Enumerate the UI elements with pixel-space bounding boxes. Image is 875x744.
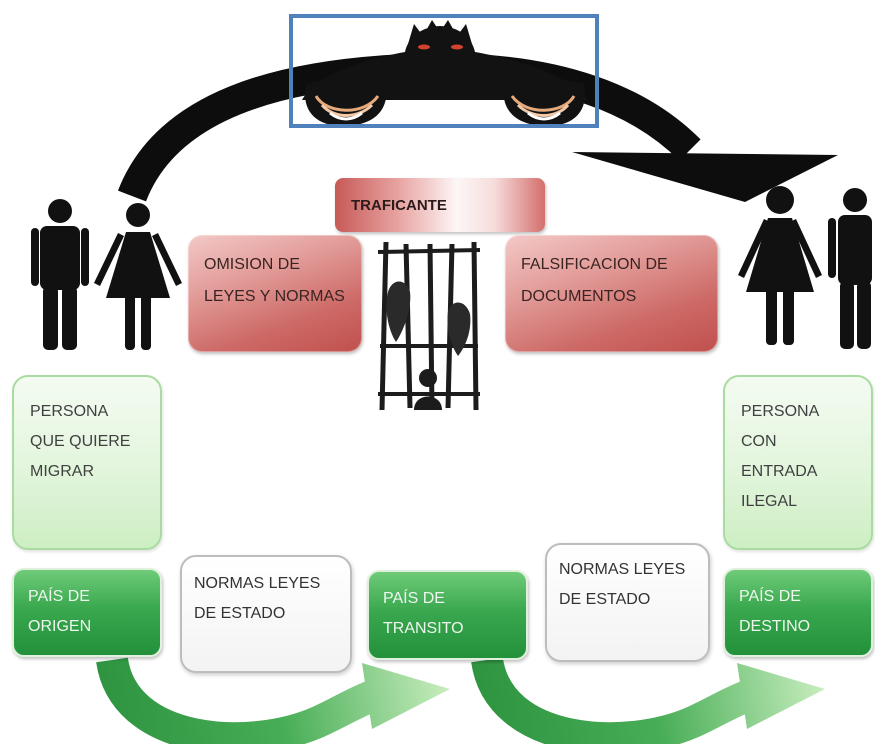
illegal-entry-person-line-4: ILEGAL xyxy=(741,493,798,510)
document-forgery-line-2: DOCUMENTOS xyxy=(521,288,637,305)
origin-country-line-2: ORIGEN xyxy=(28,618,92,635)
illegal-entry-person-line-3: ENTRADA xyxy=(741,463,818,480)
transit-country-line-1: PAÍS DE xyxy=(383,590,445,607)
monster-claw-right xyxy=(503,79,585,127)
transit-country-box: PAÍS DE TRANSITO xyxy=(367,570,528,660)
destination-country-line-1: PAÍS DE xyxy=(739,588,801,605)
migrating-person-line-1: PERSONA xyxy=(30,403,109,420)
flow-arrow-transit-to-destination xyxy=(471,656,825,744)
illegal-entry-person-box: PERSONA CON ENTRADA ILEGAL xyxy=(723,375,873,550)
origin-country-line-1: PAÍS DE xyxy=(28,588,90,605)
monster-eye-right xyxy=(451,44,463,50)
document-forgery-box: FALSIFICACION DE DOCUMENTOS xyxy=(505,235,718,352)
migrating-person-line-3: MIGRAR xyxy=(30,463,94,480)
migrating-person-box: PERSONA QUE QUIERE MIGRAR xyxy=(12,375,162,550)
flow-arrow-origin-to-transit xyxy=(96,656,450,744)
omission-of-laws-line-1: OMISION DE xyxy=(204,256,301,273)
trafficker-label: TRAFICANTE xyxy=(351,196,447,214)
trafficker-label-box: TRAFICANTE xyxy=(335,178,545,232)
illegal-entry-person-line-1: PERSONA xyxy=(741,403,820,420)
trafficker-highlight-frame xyxy=(289,14,599,128)
monster-icon xyxy=(302,20,588,127)
origin-country-box: PAÍS DE ORIGEN xyxy=(12,568,162,657)
state-laws-line-2: DE ESTADO xyxy=(194,605,286,622)
monster-eye-left xyxy=(418,44,430,50)
document-forgery-line-1: FALSIFICACION DE xyxy=(521,256,668,273)
state-laws-box: NORMAS LEYES DE ESTADO xyxy=(180,555,352,673)
monster-claw-left xyxy=(305,79,387,127)
prisoner-hand-left xyxy=(386,281,411,342)
state-laws-box: NORMAS LEYES DE ESTADO xyxy=(545,543,710,662)
illegal-entry-person-line-2: CON xyxy=(741,433,777,450)
state-laws-line-1: NORMAS LEYES xyxy=(194,575,321,592)
monster-hair xyxy=(408,20,472,44)
omission-of-laws-line-2: LEYES Y NORMAS xyxy=(204,288,345,305)
state-laws-line-1: NORMAS LEYES xyxy=(559,561,686,578)
destination-country-box: PAÍS DE DESTINO xyxy=(723,568,873,657)
route-arrow-head xyxy=(572,152,838,202)
man-icon xyxy=(31,199,89,350)
woman-icon xyxy=(738,186,822,345)
state-laws-line-2: DE ESTADO xyxy=(559,591,651,608)
woman-icon xyxy=(94,203,182,350)
migrating-person-line-2: QUE QUIERE xyxy=(30,433,131,450)
jail-bars-icon xyxy=(377,241,481,411)
transit-country-line-2: TRANSITO xyxy=(383,620,464,637)
prisoner-head xyxy=(419,369,437,387)
prisoner-hand-right xyxy=(447,302,471,356)
man-icon xyxy=(828,188,872,349)
destination-country-line-2: DESTINO xyxy=(739,618,811,635)
omission-of-laws-box: OMISION DE LEYES Y NORMAS xyxy=(188,235,362,352)
